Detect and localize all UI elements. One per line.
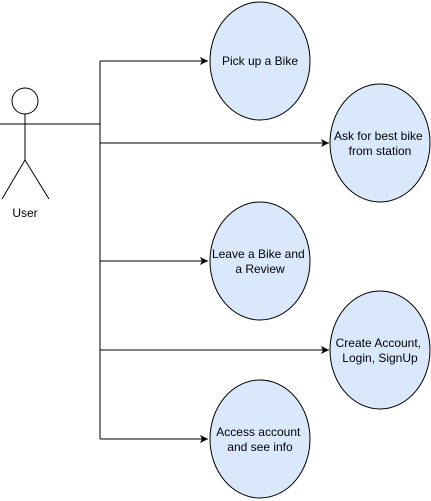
actor-label: User (12, 206, 37, 220)
use-case-ask[interactable]: Ask for best bike from station (329, 83, 431, 203)
use-case-ask-shape (329, 83, 431, 203)
use-case-account[interactable]: Create Account, Login, SignUp (329, 290, 431, 410)
use-case-access-label: Access account and see info (216, 425, 303, 454)
use-case-account-label: Create Account, Login, SignUp (336, 336, 425, 365)
use-case-access-shape (209, 379, 311, 499)
actor-head (11, 87, 39, 115)
use-case-pickup-shape (209, 1, 311, 121)
connector-edges (50, 57, 329, 443)
use-case-pickup[interactable]: Pick up a Bike (209, 1, 311, 121)
use-case-leave-label: Leave a Bike and a Review (212, 247, 308, 276)
use-case-leave-shape (209, 201, 311, 321)
use-case-access[interactable]: Access account and see info (209, 379, 311, 499)
actor-left-leg (1, 159, 26, 200)
actor-user[interactable]: User (0, 87, 50, 220)
use-case-pickup-label: Pick up a Bike (222, 54, 298, 68)
use-case-account-shape (329, 290, 431, 410)
actor-right-leg (24, 159, 50, 200)
use-case-leave[interactable]: Leave a Bike and a Review (209, 201, 311, 321)
use-case-ask-label: Ask for best bike from station (334, 129, 426, 158)
